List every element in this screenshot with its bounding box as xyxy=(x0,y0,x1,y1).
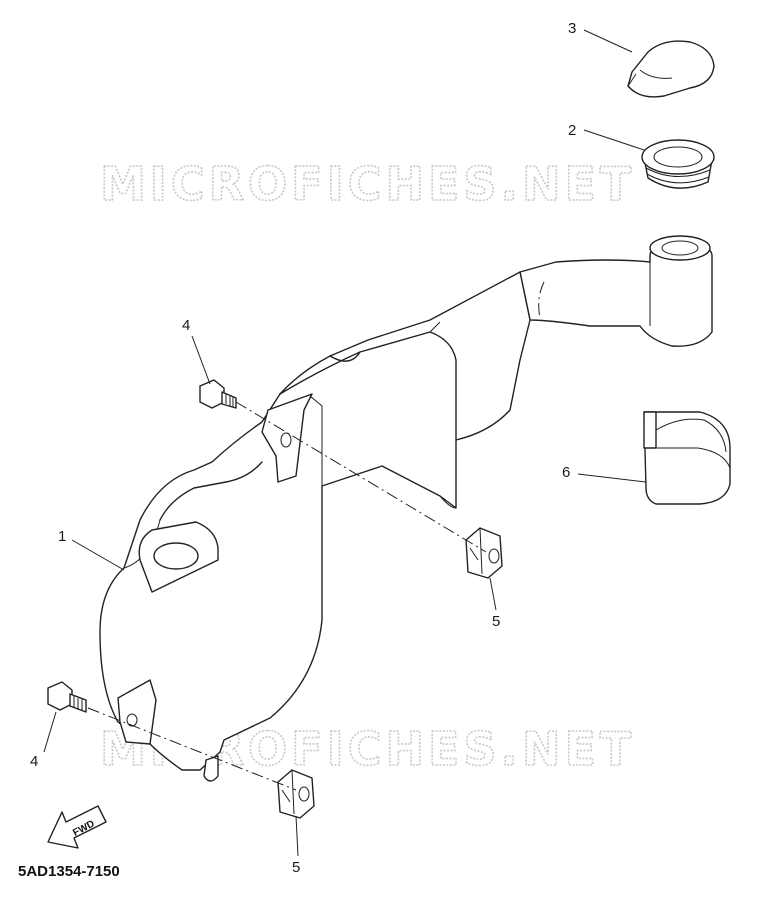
callout-4-lower: 4 xyxy=(30,753,38,770)
callout-4-upper: 4 xyxy=(182,317,190,334)
leader-3 xyxy=(583,29,633,53)
leader-5-lower xyxy=(295,815,299,857)
callout-3: 3 xyxy=(568,20,576,37)
assembly-line-upper xyxy=(235,401,487,553)
part-5-clip-upper xyxy=(465,527,503,579)
part-1-reservoir-tank xyxy=(99,235,713,782)
callout-6: 6 xyxy=(562,464,570,481)
part-3-cap xyxy=(627,40,715,98)
callout-5-lower: 5 xyxy=(292,859,300,876)
leader-5-upper xyxy=(489,577,497,611)
part-4-bolt-upper xyxy=(199,379,237,409)
part-4-bolt-lower xyxy=(47,681,87,713)
part-5-clip-lower xyxy=(277,769,315,819)
callout-2: 2 xyxy=(568,122,576,139)
assembly-line-lower xyxy=(87,707,297,791)
leader-4-lower xyxy=(43,711,57,753)
leader-4-upper xyxy=(191,335,211,385)
watermark-top: MICROFICHES.NET xyxy=(100,157,635,211)
leader-2 xyxy=(583,129,645,151)
diagram-part-number: 5AD1354-7150 xyxy=(18,863,120,880)
leader-1 xyxy=(71,539,125,571)
leader-6 xyxy=(577,473,647,483)
part-6-collar xyxy=(643,411,731,505)
callout-1: 1 xyxy=(58,528,66,545)
callout-5-upper: 5 xyxy=(492,613,500,630)
fwd-arrow-icon: FWD xyxy=(47,805,107,849)
part-2-grommet xyxy=(641,139,715,189)
